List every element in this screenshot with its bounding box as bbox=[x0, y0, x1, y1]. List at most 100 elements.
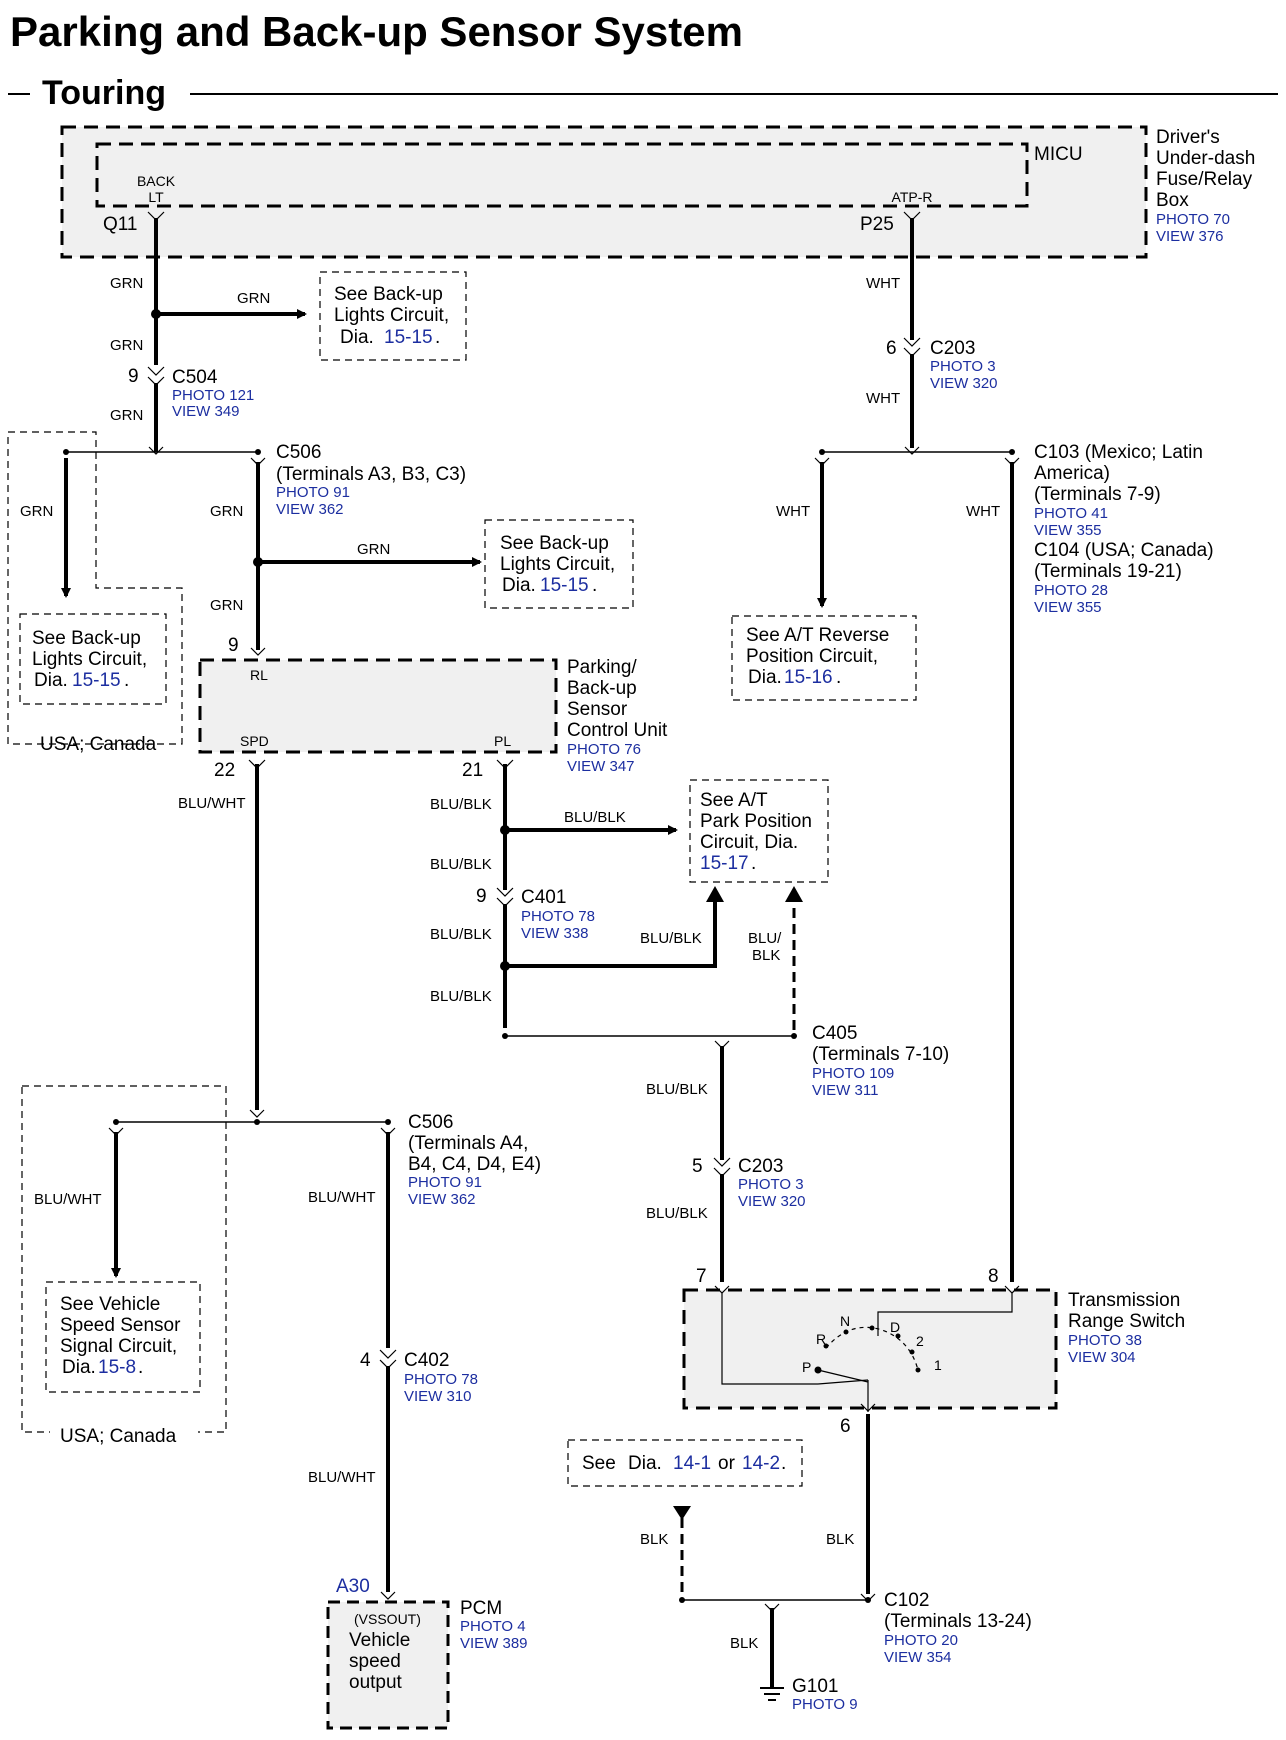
wire-label-grn: GRN bbox=[210, 597, 243, 614]
wire-label-grn: GRN bbox=[110, 275, 143, 292]
svg-text:9: 9 bbox=[476, 886, 487, 907]
sensor-control-unit: RL SPD PL Parking/ Back-up Sensor Contro… bbox=[198, 657, 668, 781]
atp-r-label: ATP-R bbox=[892, 189, 933, 205]
svg-text:Dia.: Dia. bbox=[62, 1357, 96, 1378]
fuse-box-photo: PHOTO 70 bbox=[1156, 211, 1230, 228]
svg-text:15-8: 15-8 bbox=[98, 1357, 136, 1378]
svg-text:C506: C506 bbox=[408, 1112, 453, 1133]
svg-text:VIEW 304: VIEW 304 bbox=[1068, 1349, 1136, 1366]
svg-text:WHT: WHT bbox=[866, 275, 900, 292]
svg-text:America): America) bbox=[1034, 463, 1110, 484]
svg-text:BLK: BLK bbox=[730, 1635, 758, 1652]
svg-text:BLU/WHT: BLU/WHT bbox=[308, 1189, 376, 1206]
svg-text:VIEW 320: VIEW 320 bbox=[930, 375, 998, 392]
wire-label-grn: GRN bbox=[237, 290, 270, 307]
svg-text:15-17: 15-17 bbox=[700, 853, 749, 874]
fuse-box-label-2: Under-dash bbox=[1156, 148, 1255, 169]
svg-text:See Back-up: See Back-up bbox=[500, 533, 609, 554]
usa-canada-label-top: USA; Canada bbox=[40, 734, 157, 755]
c506-top-label: C506 bbox=[276, 442, 321, 463]
svg-text:VIEW 362: VIEW 362 bbox=[408, 1191, 476, 1208]
svg-text:2: 2 bbox=[916, 1333, 924, 1349]
svg-text:(Terminals A4,: (Terminals A4, bbox=[408, 1133, 528, 1154]
svg-text:.: . bbox=[435, 327, 440, 348]
svg-text:21: 21 bbox=[462, 760, 483, 781]
svg-text:PHOTO 28: PHOTO 28 bbox=[1034, 582, 1108, 599]
fuse-relay-box: MICU Driver's Under-dash Fuse/Relay Box … bbox=[60, 125, 1255, 259]
svg-text:5: 5 bbox=[692, 1156, 703, 1177]
page-title: Parking and Back-up Sensor System bbox=[10, 8, 743, 55]
svg-text:15-15: 15-15 bbox=[384, 327, 433, 348]
wire-label-grn: GRN bbox=[210, 503, 243, 520]
svg-text:Dia.: Dia. bbox=[502, 575, 536, 596]
svg-text:or: or bbox=[718, 1453, 736, 1474]
svg-text:Range Switch: Range Switch bbox=[1068, 1311, 1185, 1332]
svg-text:6: 6 bbox=[886, 338, 897, 359]
pin-rl-number: 9 bbox=[228, 635, 239, 656]
svg-text:14-2: 14-2 bbox=[742, 1453, 780, 1474]
at-reverse-ref: See A/T Reverse Position Circuit, Dia. 1… bbox=[731, 615, 917, 701]
svg-text:Dia.: Dia. bbox=[34, 670, 68, 691]
svg-text:.: . bbox=[138, 1357, 143, 1378]
svg-text:PHOTO 91: PHOTO 91 bbox=[408, 1174, 482, 1191]
wht-circuit: WHT 6 C203 PHOTO 3 VIEW 320 WHT WHT WHT … bbox=[776, 211, 1214, 1282]
svg-text:BLU/WHT: BLU/WHT bbox=[34, 1191, 102, 1208]
svg-text:22: 22 bbox=[214, 760, 235, 781]
svg-text:VIEW 389: VIEW 389 bbox=[460, 1635, 528, 1652]
svg-text:Control Unit: Control Unit bbox=[567, 720, 668, 741]
svg-text:See A/T Reverse: See A/T Reverse bbox=[746, 625, 889, 646]
svg-text:.: . bbox=[781, 1453, 786, 1474]
svg-text:A30: A30 bbox=[336, 1576, 370, 1597]
wire-label-grn: GRN bbox=[20, 503, 53, 520]
wire-label-grn: GRN bbox=[357, 541, 390, 558]
svg-text:PL: PL bbox=[494, 733, 511, 749]
svg-text:PHOTO 78: PHOTO 78 bbox=[404, 1371, 478, 1388]
svg-text:Back-up: Back-up bbox=[567, 678, 637, 699]
svg-text:Lights Circuit,: Lights Circuit, bbox=[500, 554, 615, 575]
svg-text:.: . bbox=[124, 670, 129, 691]
svg-text:6: 6 bbox=[840, 1416, 851, 1437]
svg-text:Lights Circuit,: Lights Circuit, bbox=[334, 305, 449, 326]
svg-text:BLU/BLK: BLU/BLK bbox=[640, 930, 702, 947]
svg-text:Speed Sensor: Speed Sensor bbox=[60, 1315, 181, 1336]
svg-text:WHT: WHT bbox=[866, 390, 900, 407]
svg-text:7: 7 bbox=[696, 1266, 707, 1287]
c504-photo: PHOTO 121 bbox=[172, 387, 254, 404]
svg-text:VIEW 320: VIEW 320 bbox=[738, 1193, 806, 1210]
svg-text:BLK: BLK bbox=[640, 1531, 668, 1548]
svg-text:See: See bbox=[582, 1453, 616, 1474]
svg-text:C104 (USA; Canada): C104 (USA; Canada) bbox=[1034, 540, 1214, 561]
see-dia-14-ref: See Dia. 14-1 or 14-2 . bbox=[567, 1439, 803, 1487]
c506-top-view: VIEW 362 bbox=[276, 501, 344, 518]
svg-text:BLU/BLK: BLU/BLK bbox=[430, 988, 492, 1005]
svg-text:VIEW 311: VIEW 311 bbox=[812, 1082, 878, 1099]
svg-text:C203: C203 bbox=[738, 1156, 783, 1177]
svg-text:Signal Circuit,: Signal Circuit, bbox=[60, 1336, 177, 1357]
fuse-box-label-1: Driver's bbox=[1156, 127, 1220, 148]
blu-wht-circuit: BLU/WHT BLU/WHT BLU/WHT C506 (Terminals … bbox=[34, 759, 541, 1600]
svg-text:Sensor: Sensor bbox=[567, 699, 628, 720]
back-lt-label-1: BACK bbox=[137, 173, 176, 189]
c506-top-photo: PHOTO 91 bbox=[276, 484, 350, 501]
svg-text:output: output bbox=[349, 1672, 403, 1693]
svg-text:VIEW 338: VIEW 338 bbox=[521, 925, 589, 942]
at-park-ref: See A/T Park Position Circuit, Dia. 15-1… bbox=[689, 779, 829, 883]
svg-text:BLU/WHT: BLU/WHT bbox=[308, 1469, 376, 1486]
usa-canada-region-top: See Back-up Lights Circuit, Dia. 15-15 .… bbox=[7, 431, 183, 755]
svg-text:RL: RL bbox=[250, 667, 268, 683]
backup-lights-ref-2: See Back-up Lights Circuit, Dia. 15-15 . bbox=[484, 519, 634, 609]
svg-text:PHOTO 41: PHOTO 41 bbox=[1034, 505, 1108, 522]
wire-label-grn: GRN bbox=[110, 337, 143, 354]
svg-text:speed: speed bbox=[349, 1651, 401, 1672]
svg-text:Circuit, Dia.: Circuit, Dia. bbox=[700, 832, 798, 853]
svg-text:BLU/BLK: BLU/BLK bbox=[564, 809, 626, 826]
svg-text:4: 4 bbox=[360, 1350, 371, 1371]
back-lt-label-2: LT bbox=[148, 189, 164, 205]
svg-text:Dia.: Dia. bbox=[628, 1453, 662, 1474]
svg-text:BLU/WHT: BLU/WHT bbox=[178, 795, 246, 812]
svg-text:.: . bbox=[592, 575, 597, 596]
backup-lights-ref-1: See Back-up Lights Circuit, Dia. 15-15 . bbox=[319, 271, 467, 361]
blk-ground-circuit: BLK BLK BLK C102 (Terminals 13-24) PHOTO… bbox=[640, 1414, 1032, 1713]
svg-text:PHOTO 9: PHOTO 9 bbox=[792, 1696, 858, 1713]
svg-text:See Back-up: See Back-up bbox=[32, 628, 141, 649]
